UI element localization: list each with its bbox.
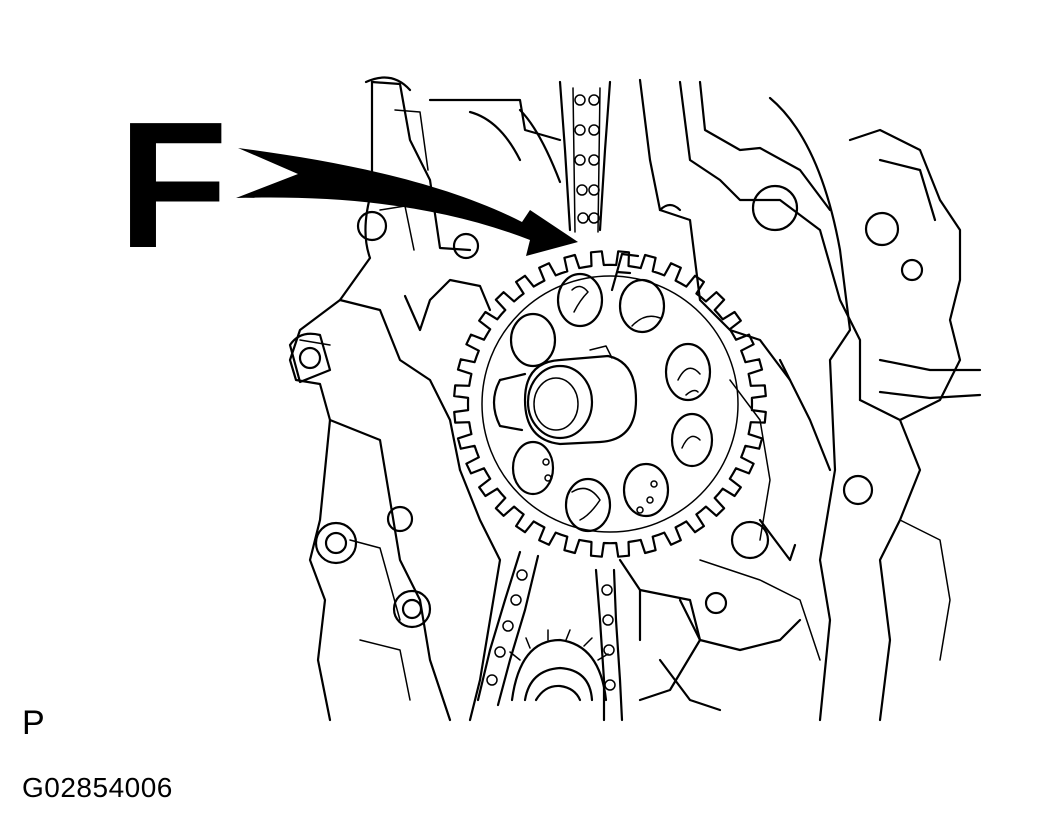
engine-housing-right xyxy=(638,78,982,722)
sprocket-f-mark xyxy=(610,252,640,292)
view-marker-label: P xyxy=(22,704,45,742)
sprocket-hub xyxy=(492,345,638,446)
timing-chain-upper xyxy=(558,80,612,233)
callout-arrow xyxy=(236,148,578,256)
callout-label-f: F xyxy=(118,85,228,286)
chain-tensioner xyxy=(618,518,797,702)
camshaft-sprocket xyxy=(453,250,767,558)
bolt-bosses-right xyxy=(658,184,924,615)
figure-code-label: G02854006 xyxy=(22,772,173,803)
bolt-bosses-left xyxy=(288,210,480,629)
crankshaft-sprocket xyxy=(509,629,609,702)
engine-housing xyxy=(288,76,562,722)
timing-chain-lower xyxy=(476,550,624,722)
sprocket-holes xyxy=(509,272,714,533)
